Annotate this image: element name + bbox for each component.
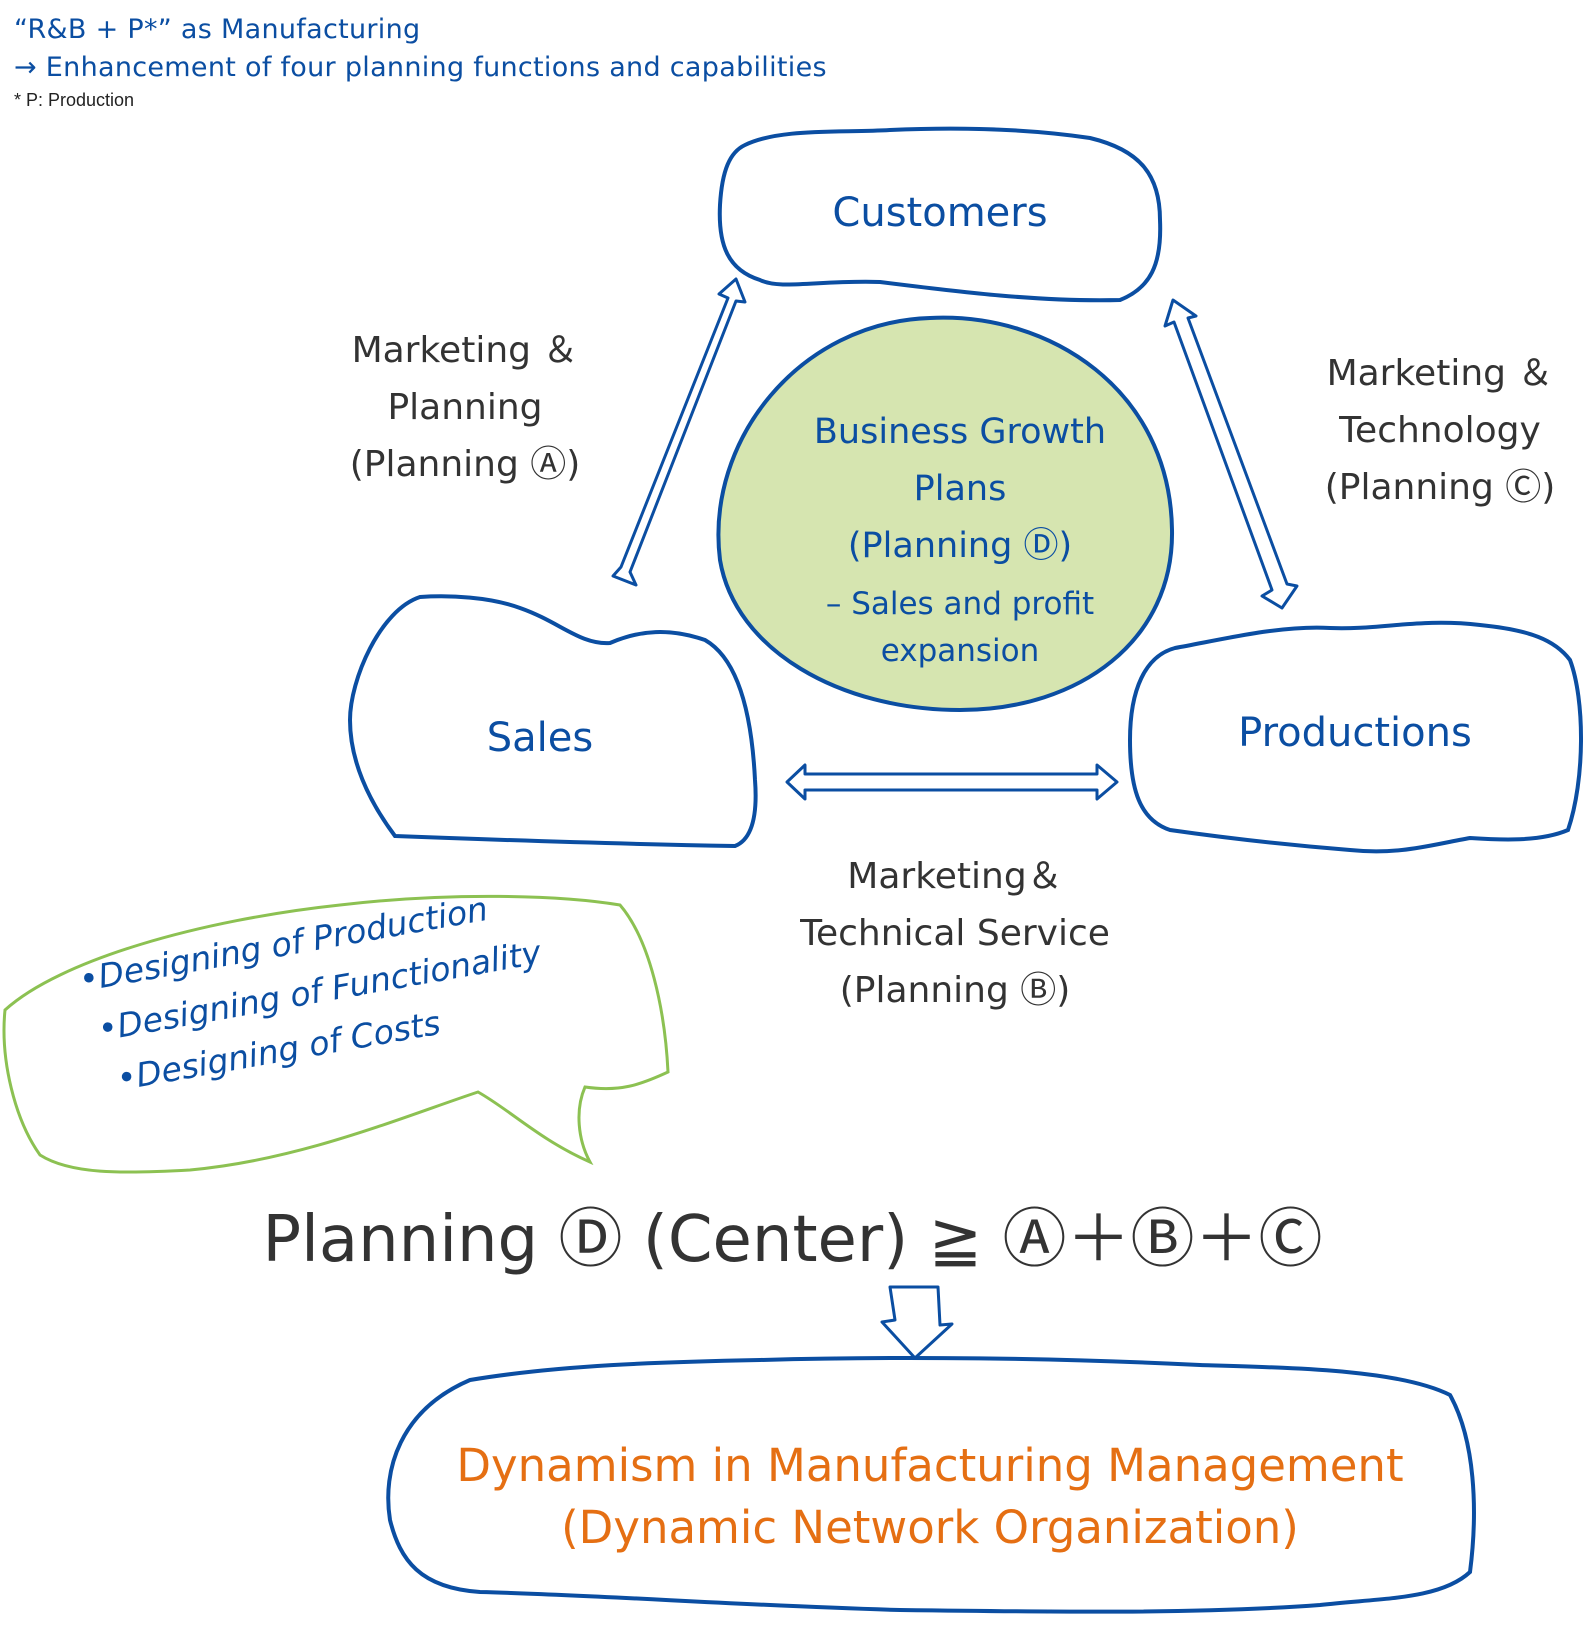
center-line5: expansion xyxy=(880,633,1040,669)
edge-a-line1: Marketing ＆ xyxy=(351,330,579,371)
edge-c-line1: Marketing ＆ xyxy=(1326,353,1554,394)
node-sales: Sales xyxy=(486,715,594,761)
center-line3: (Planning Ⓓ) xyxy=(847,526,1073,566)
formula: Planning Ⓓ (Center) ≧ Ⓐ＋Ⓑ＋Ⓒ xyxy=(262,1203,1323,1277)
center-line4: – Sales and profit xyxy=(825,586,1095,622)
down-arrow xyxy=(880,1285,954,1360)
edge-label-a: Marketing ＆ Planning (Planning Ⓐ) xyxy=(320,322,610,493)
edge-a-line3: (Planning Ⓐ) xyxy=(349,444,581,485)
edge-c-line3: (Planning Ⓒ) xyxy=(1324,467,1556,508)
arrow-sales-productions xyxy=(785,763,1119,801)
speech-bubble xyxy=(2,894,670,1174)
edge-label-b: Marketing＆ Technical Service (Planning Ⓑ… xyxy=(790,848,1120,1019)
header-subtitle: → Enhancement of four planning functions… xyxy=(14,52,827,83)
center-line1: Business Growth xyxy=(813,412,1107,452)
center-circle xyxy=(716,315,1175,713)
outcome-shape xyxy=(386,1355,1476,1614)
edge-a-line2: Planning xyxy=(387,387,543,428)
outcome-line2: (Dynamic Network Organization) xyxy=(561,1501,1299,1554)
header-title: “R&B + P*” as Manufacturing xyxy=(14,14,421,45)
node-productions: Productions xyxy=(1238,710,1472,756)
arrow-customers-sales xyxy=(611,277,747,587)
edge-b-line3: (Planning Ⓑ) xyxy=(839,970,1071,1011)
center-line2: Plans xyxy=(913,469,1007,509)
arrow-customers-productions xyxy=(1163,298,1299,610)
center-label: Business Growth Plans (Planning Ⓓ) – Sal… xyxy=(760,404,1160,675)
edge-b-line1: Marketing＆ xyxy=(847,856,1063,897)
edge-b-line2: Technical Service xyxy=(800,913,1110,954)
node-customers: Customers xyxy=(832,190,1048,236)
sales-shape xyxy=(347,594,758,849)
edge-c-line2: Technology xyxy=(1339,410,1541,451)
footnote: * P: Production xyxy=(14,90,135,110)
outcome-line1: Dynamism in Manufacturing Management xyxy=(456,1439,1404,1492)
productions-shape xyxy=(1127,620,1583,854)
outcome-label: Dynamism in Manufacturing Management (Dy… xyxy=(380,1435,1480,1559)
customers-shape xyxy=(717,126,1163,303)
edge-label-c: Marketing ＆ Technology (Planning Ⓒ) xyxy=(1300,345,1580,516)
